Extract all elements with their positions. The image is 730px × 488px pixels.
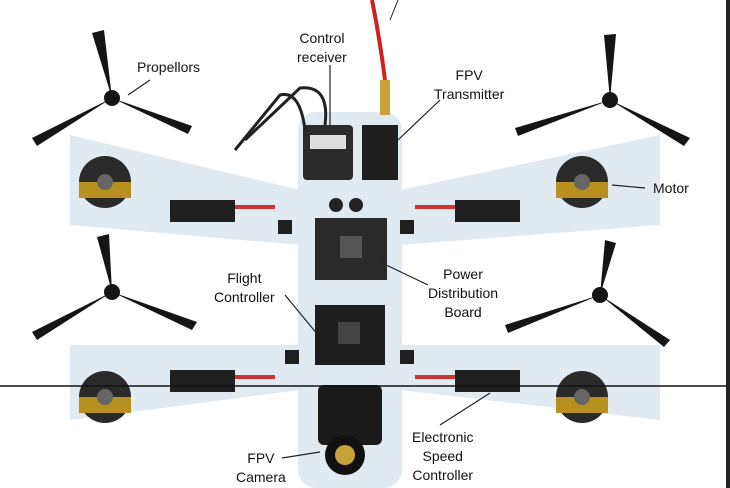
leader-lines [127, 65, 646, 459]
label-motor: Motor [653, 180, 689, 196]
propellers [32, 30, 690, 347]
flight-controller-board [315, 305, 385, 365]
fpv-camera [318, 385, 382, 475]
label-fpv-camera: FPV Camera [236, 449, 286, 487]
label-line: Board [444, 304, 482, 320]
label-line: Power [443, 266, 483, 282]
right-edge-strip [726, 0, 730, 488]
antenna-wire [370, 0, 387, 81]
label-line: Flight [227, 270, 262, 286]
label-line: Controller [214, 289, 275, 305]
label-line: receiver [297, 49, 347, 65]
receiver [233, 86, 353, 180]
label-control-receiver: Control receiver [297, 29, 347, 67]
label-propellors: Propellors [137, 59, 201, 75]
label-line: Transmitter [434, 86, 505, 102]
antenna-connector [380, 80, 390, 115]
label-line: Electronic [412, 429, 474, 445]
label-line: FPV [247, 450, 275, 466]
label-line: Controller [412, 467, 474, 483]
label-line: Control [299, 30, 345, 46]
label-line: FPV [455, 67, 483, 83]
label-line: Distribution [428, 285, 499, 301]
label-line: Speed [422, 448, 463, 464]
power-distribution-board [315, 198, 387, 280]
label-fpv-transmitter: FPV Transmitter [434, 66, 504, 104]
label-line: Camera [236, 469, 286, 485]
motors [79, 156, 608, 423]
fpv-transmitter [362, 125, 398, 180]
